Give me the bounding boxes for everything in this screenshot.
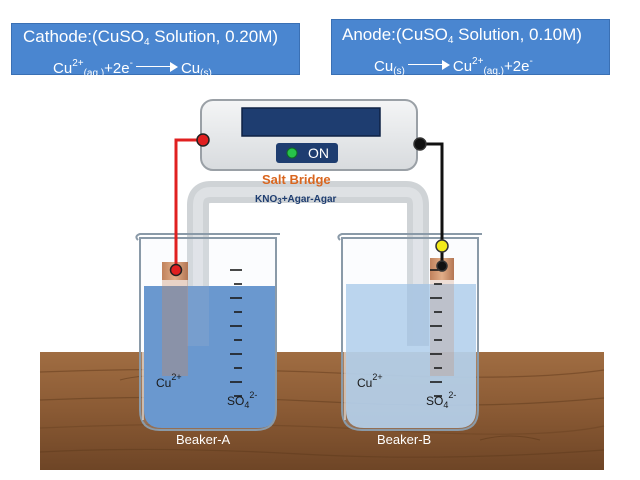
beaker-b-solution bbox=[346, 284, 476, 428]
cathode-info-box: Cathode:(CuSO4 Solution, 0.20M) Cu2+(aq.… bbox=[11, 23, 300, 79]
black-wire bbox=[420, 142, 444, 266]
beaker-b-anion: SO42- bbox=[426, 390, 457, 410]
salt-bridge-title: Salt Bridge bbox=[262, 172, 331, 187]
cathode-contact bbox=[169, 263, 183, 277]
beaker-a-solution bbox=[144, 286, 276, 428]
anode-info-box: Anode:(CuSO4 Solution, 0.10M) Cu(s)Cu2+(… bbox=[331, 19, 610, 77]
anode-electrode bbox=[430, 258, 454, 376]
red-wire bbox=[174, 138, 203, 270]
anode-title: Anode:(CuSO4 Solution, 0.10M) bbox=[342, 25, 582, 46]
beaker-a-cation: Cu2+ bbox=[156, 372, 182, 390]
beaker-a-glass bbox=[135, 233, 280, 431]
wooden-table bbox=[39, 352, 605, 470]
beaker-a-label: Beaker-A bbox=[176, 432, 231, 447]
negative-terminal bbox=[413, 137, 427, 151]
cathode-reaction: Cu2+(aq.)+2e-Cu(s) bbox=[53, 58, 212, 79]
beaker-b-label: Beaker-B bbox=[377, 432, 432, 447]
cathode-title: Cathode:(CuSO4 Solution, 0.20M) bbox=[23, 27, 279, 48]
beaker-a-graduations bbox=[230, 269, 242, 397]
salt-bridge-content: KNO3+Agar-Agar bbox=[255, 194, 337, 206]
positive-terminal bbox=[196, 133, 210, 147]
beaker-b-cation: Cu2+ bbox=[357, 372, 383, 390]
beaker-b-graduations bbox=[430, 269, 442, 397]
salt-bridge-tube bbox=[187, 181, 429, 345]
beaker-b-glass bbox=[337, 233, 482, 431]
reaction-arrow-icon bbox=[407, 60, 450, 70]
electron-indicator bbox=[435, 239, 449, 253]
power-label: ON bbox=[308, 145, 329, 161]
power-indicator-icon bbox=[286, 147, 298, 159]
power-button[interactable]: ON bbox=[276, 143, 338, 163]
anode-reaction: Cu(s)Cu2+(aq.)+2e- bbox=[374, 56, 533, 77]
beaker-a-anion: SO42- bbox=[227, 390, 258, 410]
cathode-electrode bbox=[162, 262, 188, 376]
anode-contact bbox=[436, 260, 448, 272]
reaction-arrow-icon bbox=[135, 62, 178, 72]
